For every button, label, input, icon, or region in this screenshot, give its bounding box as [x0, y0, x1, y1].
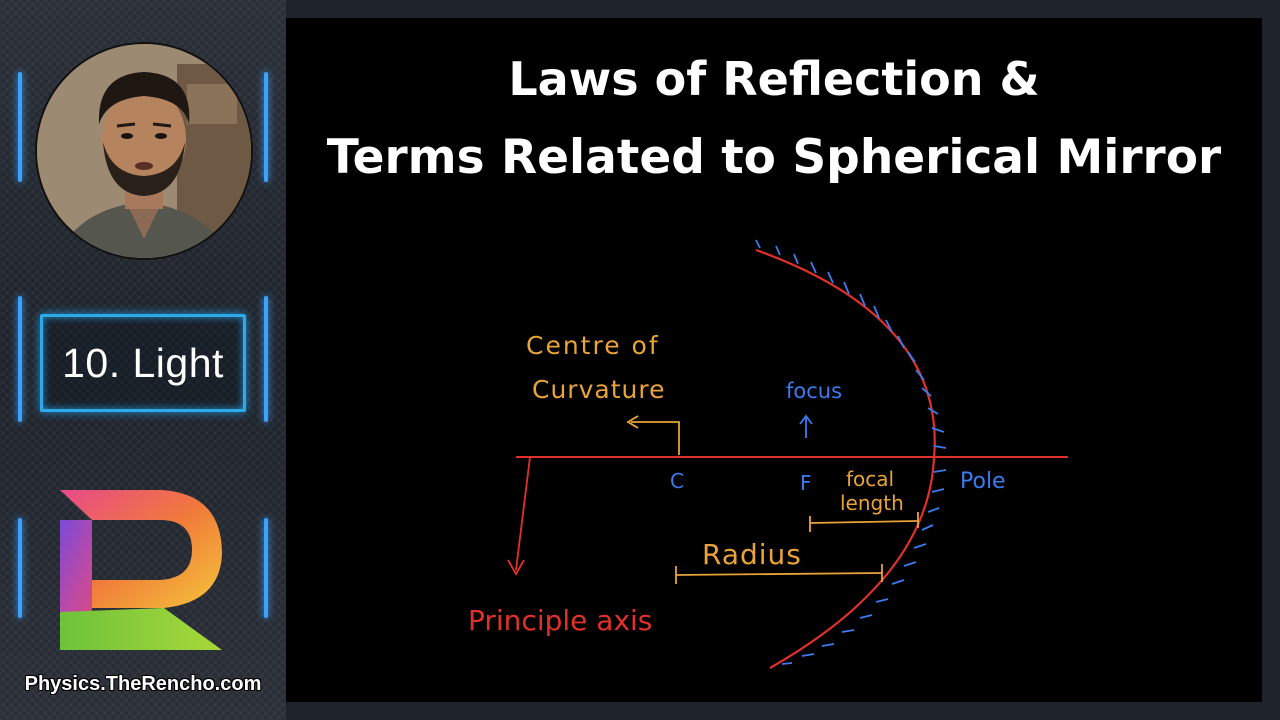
- centre-pointer-line: [631, 421, 680, 455]
- sidebar-glow-line: [18, 72, 22, 182]
- f-point-label: F: [800, 471, 812, 495]
- sidebar-panel: 10. Light Physics.TheRencho.com: [0, 0, 286, 720]
- sidebar-glow-line: [18, 518, 22, 618]
- rencho-logo: [60, 490, 222, 650]
- sidebar-glow-line: [18, 296, 22, 422]
- mirror-hatching: [755, 239, 947, 665]
- focus-label: focus: [786, 379, 842, 403]
- title-line-2: Terms Related to Spherical Mirror: [326, 130, 1222, 185]
- chapter-badge: 10. Light: [40, 314, 246, 412]
- focal-label-1: focal: [846, 467, 894, 491]
- chapter-label: 10. Light: [62, 339, 224, 386]
- sidebar-glow-line: [264, 72, 268, 182]
- axis-pointer-arrowhead: [507, 559, 525, 576]
- blackboard: [286, 18, 1262, 702]
- focal-label-2: length: [840, 491, 904, 515]
- pole-label: Pole: [960, 469, 1006, 494]
- axis-pointer-line: [515, 456, 531, 571]
- presenter-avatar: [35, 42, 253, 260]
- radius-label: Radius: [702, 538, 802, 571]
- c-point-label: C: [670, 469, 684, 493]
- sidebar-glow-line: [264, 518, 268, 618]
- sidebar-glow-line: [264, 296, 268, 422]
- centre-pointer-arrowhead: [626, 415, 639, 429]
- mirror-diagram: Centre of Curvature focus C F focal leng…: [468, 239, 1068, 669]
- principal-axis-label: Principle axis: [468, 604, 652, 637]
- board-frame: [286, 702, 1280, 720]
- centre-label-1: Centre of: [526, 331, 660, 360]
- title-line-1: Laws of Reflection &: [508, 52, 1040, 106]
- radius-bracket: [675, 564, 883, 584]
- centre-label-2: Curvature: [532, 375, 665, 404]
- board-frame: [1262, 0, 1280, 720]
- focal-length-bracket: [809, 512, 919, 532]
- presenter-photo: [37, 44, 251, 258]
- website-label[interactable]: Physics.TheRencho.com: [24, 673, 262, 695]
- board-frame: [286, 0, 1280, 18]
- concave-mirror-arc: [755, 248, 936, 669]
